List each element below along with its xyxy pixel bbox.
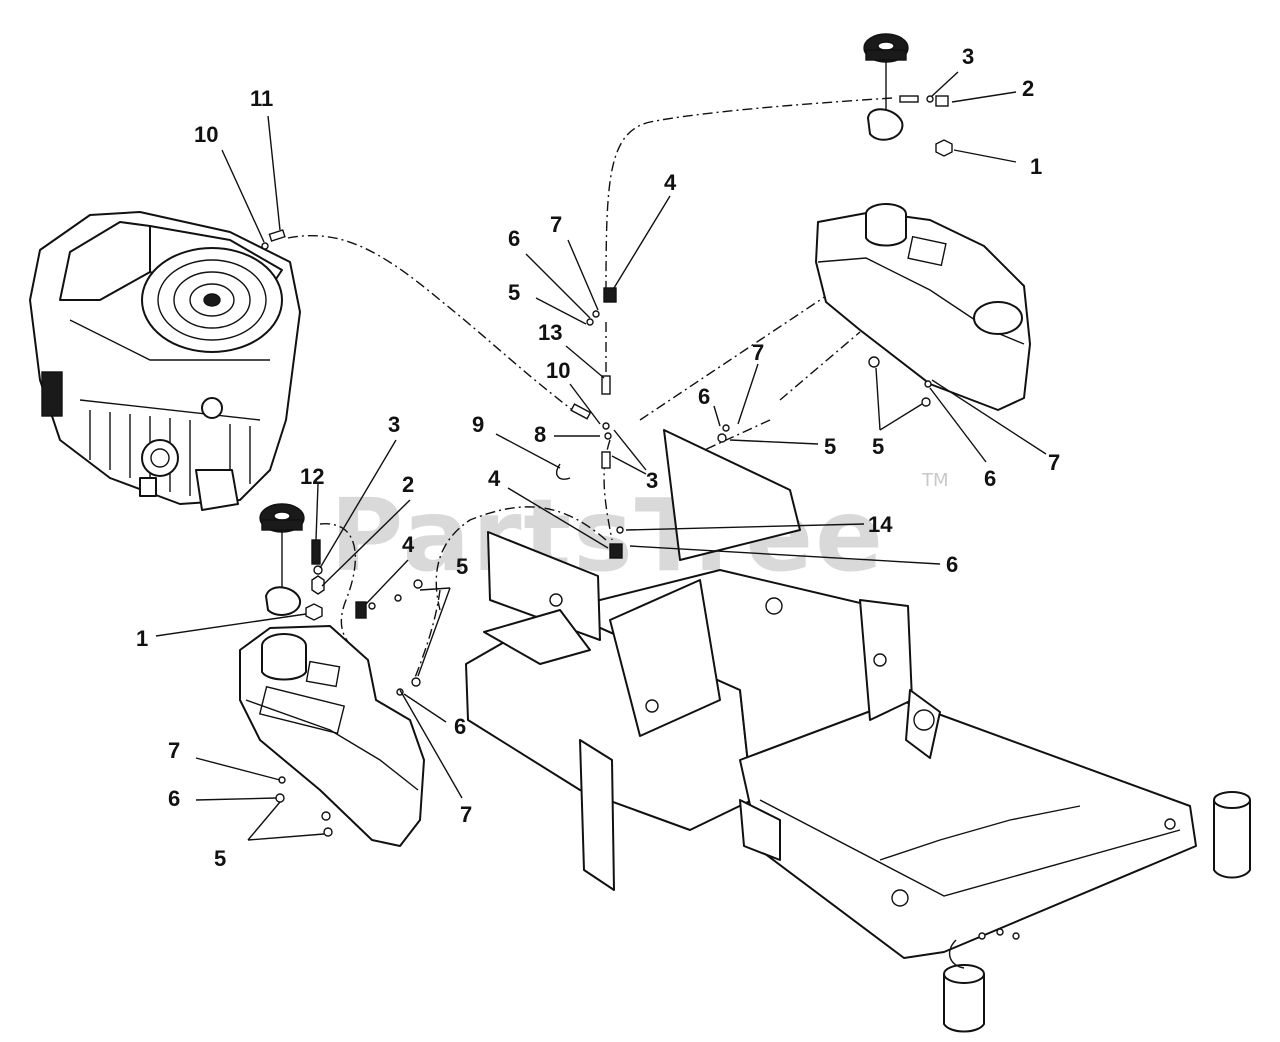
callout-label: 7: [752, 340, 764, 365]
callout-label: 10: [546, 358, 570, 383]
callout-label: 6: [168, 786, 180, 811]
callout-label: 8: [534, 422, 546, 447]
fuel-cap-left: [259, 503, 305, 616]
callout-label: 5: [508, 280, 520, 305]
callout-label: 3: [388, 412, 400, 437]
callout-label: 1: [136, 626, 148, 651]
callout-label: 5: [214, 846, 226, 871]
left-fuel-tank: [239, 625, 425, 847]
right-fuel-tank: [815, 203, 1031, 411]
callout-labels: 3 2 1 11 10 4 7 6 5 13 10 8 9 3 4 7 6 5 …: [136, 44, 1060, 871]
watermark-trademark: TM: [921, 470, 949, 491]
callout-label: 12: [300, 464, 324, 489]
callout-label: 13: [538, 320, 562, 345]
callout-label: 3: [646, 468, 658, 493]
callout-label: 14: [868, 512, 893, 537]
callout-label: 7: [460, 802, 472, 827]
callout-label: 6: [508, 226, 520, 251]
callout-label: 5: [872, 434, 884, 459]
callout-label: 3: [962, 44, 974, 69]
callout-label: 9: [472, 412, 484, 437]
chassis-frame: [465, 429, 1251, 1033]
callout-label: 6: [984, 466, 996, 491]
callout-label: 7: [1048, 450, 1060, 475]
engine: [29, 211, 301, 511]
callout-label: 7: [168, 738, 180, 763]
callout-label: 6: [946, 552, 958, 577]
callout-label: 2: [1022, 76, 1034, 101]
callout-label: 4: [402, 532, 415, 557]
hardware: [261, 95, 953, 837]
callout-label: 4: [488, 466, 501, 491]
callout-label: 11: [250, 86, 273, 111]
leader-lines: [155, 71, 1047, 841]
callout-label: 5: [456, 554, 468, 579]
callout-label: 4: [664, 170, 677, 195]
callout-label: 6: [454, 714, 466, 739]
callout-label: 1: [1030, 154, 1042, 179]
fuel-cap-right: [863, 33, 909, 141]
callout-label: 10: [194, 122, 218, 147]
callout-label: 2: [402, 472, 414, 497]
callout-label: 7: [550, 212, 562, 237]
callout-label: 5: [824, 434, 836, 459]
callout-label: 6: [698, 384, 710, 409]
